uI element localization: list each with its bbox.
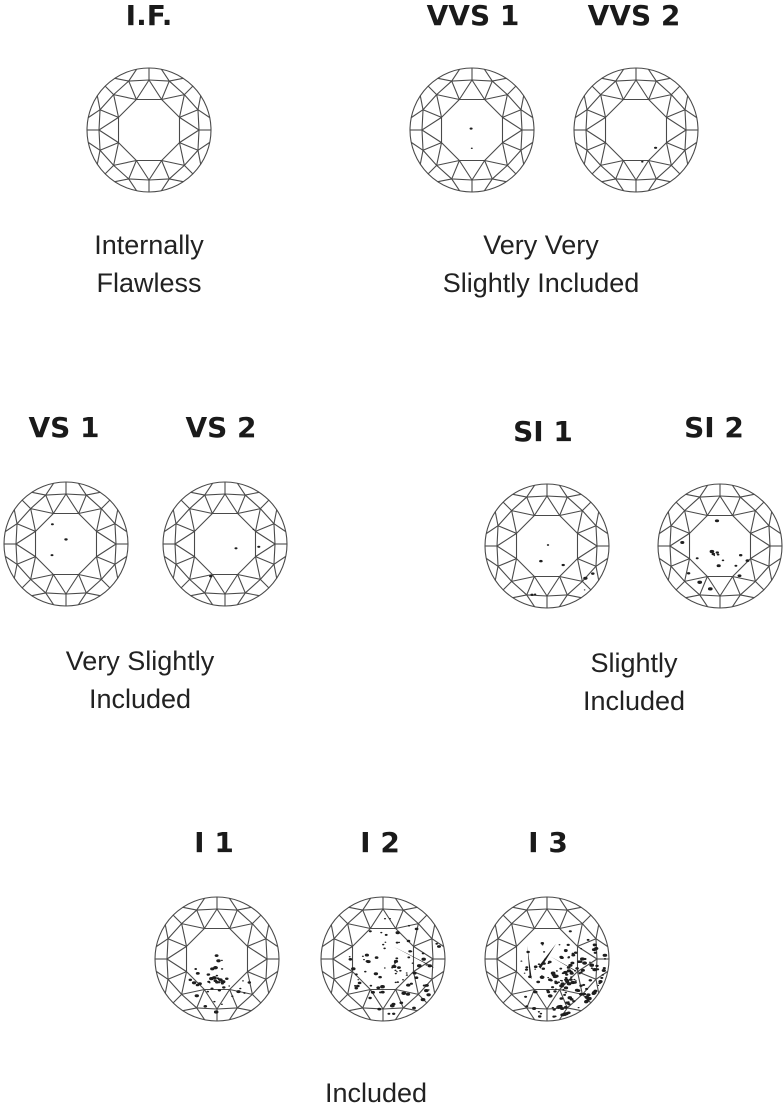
diamond-si2 bbox=[657, 483, 783, 609]
diamond-si1 bbox=[484, 483, 610, 609]
desc-line: Flawless bbox=[96, 268, 202, 298]
facet-pattern bbox=[320, 896, 446, 1022]
facet-pattern bbox=[573, 67, 699, 193]
inclusions bbox=[641, 146, 658, 163]
desc-si: Slightly Included bbox=[583, 644, 685, 720]
facet-pattern bbox=[154, 896, 280, 1022]
grade-title-si2: SI 2 bbox=[684, 411, 744, 444]
diamond-i1 bbox=[154, 896, 280, 1022]
facet-pattern bbox=[484, 896, 610, 1022]
facet-pattern bbox=[657, 483, 783, 609]
desc-line: Slightly Included bbox=[442, 268, 640, 298]
inclusions bbox=[188, 954, 252, 1014]
desc-line: Very Slightly bbox=[65, 646, 215, 676]
diamond-vs1 bbox=[3, 481, 129, 607]
inclusions bbox=[209, 528, 261, 578]
desc-line: Internally bbox=[94, 230, 204, 260]
desc-line: Very Very bbox=[483, 230, 599, 260]
diamond-vvs1 bbox=[409, 67, 535, 193]
diamond-vvs2 bbox=[573, 67, 699, 193]
inclusions bbox=[469, 127, 473, 150]
desc-line: Included bbox=[88, 684, 192, 714]
facet-pattern bbox=[162, 481, 288, 607]
diamond-vs2 bbox=[162, 481, 288, 607]
grade-title-i1: I 1 bbox=[194, 826, 234, 859]
inclusions bbox=[520, 930, 608, 1018]
grade-title-i3: I 3 bbox=[528, 826, 568, 859]
grade-title-if: I.F. bbox=[125, 0, 173, 32]
facet-pattern bbox=[409, 67, 535, 193]
desc-line: Included bbox=[582, 686, 686, 716]
inclusions bbox=[680, 519, 750, 591]
desc-included: Included bbox=[325, 1074, 427, 1112]
diamond-i3 bbox=[484, 896, 610, 1022]
inclusions bbox=[50, 523, 68, 557]
grade-title-vvs1: VVS 1 bbox=[426, 0, 520, 32]
grade-title-i2: I 2 bbox=[360, 826, 400, 859]
diamond-i2 bbox=[320, 896, 446, 1022]
desc-vs: Very Slightly Included bbox=[66, 642, 215, 718]
desc-internally-flawless: Internally Flawless bbox=[94, 226, 204, 302]
facet-pattern bbox=[86, 67, 212, 193]
facet-pattern bbox=[3, 481, 129, 607]
diamond-if bbox=[86, 67, 212, 193]
desc-line: Included bbox=[324, 1078, 428, 1108]
grade-title-si1: SI 1 bbox=[513, 415, 573, 448]
desc-vvs: Very Very Slightly Included bbox=[443, 226, 640, 302]
grade-title-vs1: VS 1 bbox=[28, 411, 100, 444]
inclusions bbox=[348, 917, 441, 1015]
inclusions bbox=[530, 544, 595, 596]
grade-title-vs2: VS 2 bbox=[185, 411, 257, 444]
facet-pattern bbox=[484, 483, 610, 609]
grade-title-vvs2: VVS 2 bbox=[587, 0, 681, 32]
desc-line: Slightly bbox=[590, 648, 678, 678]
